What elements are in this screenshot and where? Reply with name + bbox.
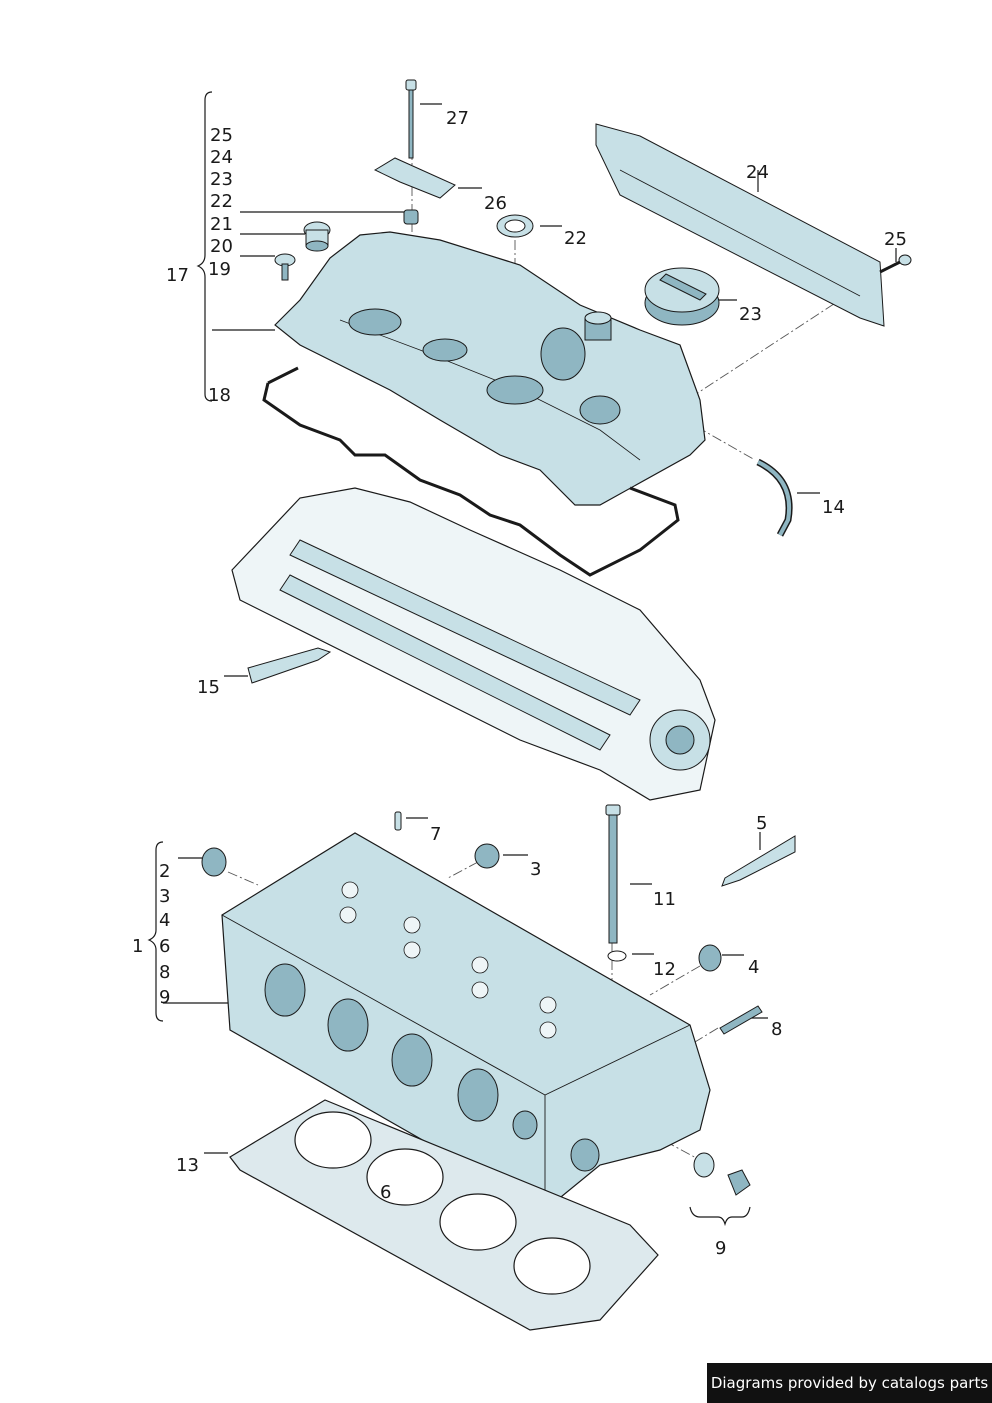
bolt-27 <box>405 79 417 159</box>
dowel-pin-7 <box>394 811 402 831</box>
callout-24-strip: 24 <box>746 162 769 183</box>
callout-3: 3 <box>530 859 542 880</box>
seal-9 <box>693 1152 715 1178</box>
cap-20 <box>303 221 331 252</box>
callout-13: 13 <box>176 1155 199 1176</box>
callout-23: 23 <box>210 169 233 190</box>
valve-bores <box>339 881 557 1039</box>
callout-19: 19 <box>208 259 231 280</box>
callout-23-cap: 23 <box>739 304 762 325</box>
callout-4: 4 <box>748 957 760 978</box>
cover-strip-24 <box>595 123 885 327</box>
head-ports <box>264 963 600 1172</box>
callout-8-list: 8 <box>159 962 171 983</box>
callout-17: 17 <box>166 265 189 286</box>
callout-18: 18 <box>208 385 231 406</box>
stud-8 <box>719 1005 763 1035</box>
plug-9 <box>727 1169 751 1196</box>
callout-26: 26 <box>484 193 507 214</box>
camshaft-housing <box>231 487 716 801</box>
callout-9: 9 <box>715 1238 727 1259</box>
callout-25: 25 <box>210 125 233 146</box>
sealant-tube-15 <box>247 647 332 684</box>
callout-11: 11 <box>653 889 676 910</box>
callout-14: 14 <box>822 497 845 518</box>
callout-8: 8 <box>771 1019 783 1040</box>
group-bracket-1 <box>147 841 164 1022</box>
callout-12: 12 <box>653 959 676 980</box>
seal-22 <box>496 214 534 238</box>
callout-6-list: 6 <box>159 936 171 957</box>
screw-19 <box>274 253 296 281</box>
callout-7: 7 <box>430 824 442 845</box>
cylinder-head-1 <box>221 832 711 1211</box>
callout-5: 5 <box>756 813 768 834</box>
callout-3-list: 3 <box>159 886 171 907</box>
oil-cap-23 <box>644 267 720 326</box>
plug-3 <box>474 843 500 869</box>
bracket-26 <box>373 157 456 199</box>
callout-20: 20 <box>210 236 233 257</box>
plug-4 <box>698 944 722 972</box>
plug-21 <box>403 209 419 225</box>
callout-1: 1 <box>132 936 144 957</box>
cylinder-head-bolt-11 <box>605 804 621 944</box>
callout-22: 22 <box>210 191 233 212</box>
callout-21: 21 <box>210 214 233 235</box>
sealant-tube-5 <box>721 835 796 887</box>
leader-lines <box>163 103 897 1186</box>
group-bracket-17 <box>196 91 213 402</box>
plug-2 <box>201 847 227 877</box>
group-bracket-9 <box>689 1206 751 1227</box>
gasket-bores <box>294 1111 591 1295</box>
gasket-18 <box>262 366 680 577</box>
callout-15: 15 <box>197 677 220 698</box>
screw-25 <box>879 254 912 274</box>
callout-22-seal: 22 <box>564 228 587 249</box>
valve-cover-17 <box>274 231 706 506</box>
callout-6: 6 <box>380 1182 392 1203</box>
callout-27: 27 <box>446 108 469 129</box>
footer-credit: Diagrams provided by catalogs parts <box>707 1363 992 1403</box>
callout-25-screw: 25 <box>884 229 907 250</box>
callout-9-list: 9 <box>159 987 171 1008</box>
washer-12 <box>607 950 627 962</box>
callout-24: 24 <box>210 147 233 168</box>
callout-4-list: 4 <box>159 910 171 931</box>
callout-2: 2 <box>159 861 171 882</box>
camshafts <box>279 539 641 751</box>
